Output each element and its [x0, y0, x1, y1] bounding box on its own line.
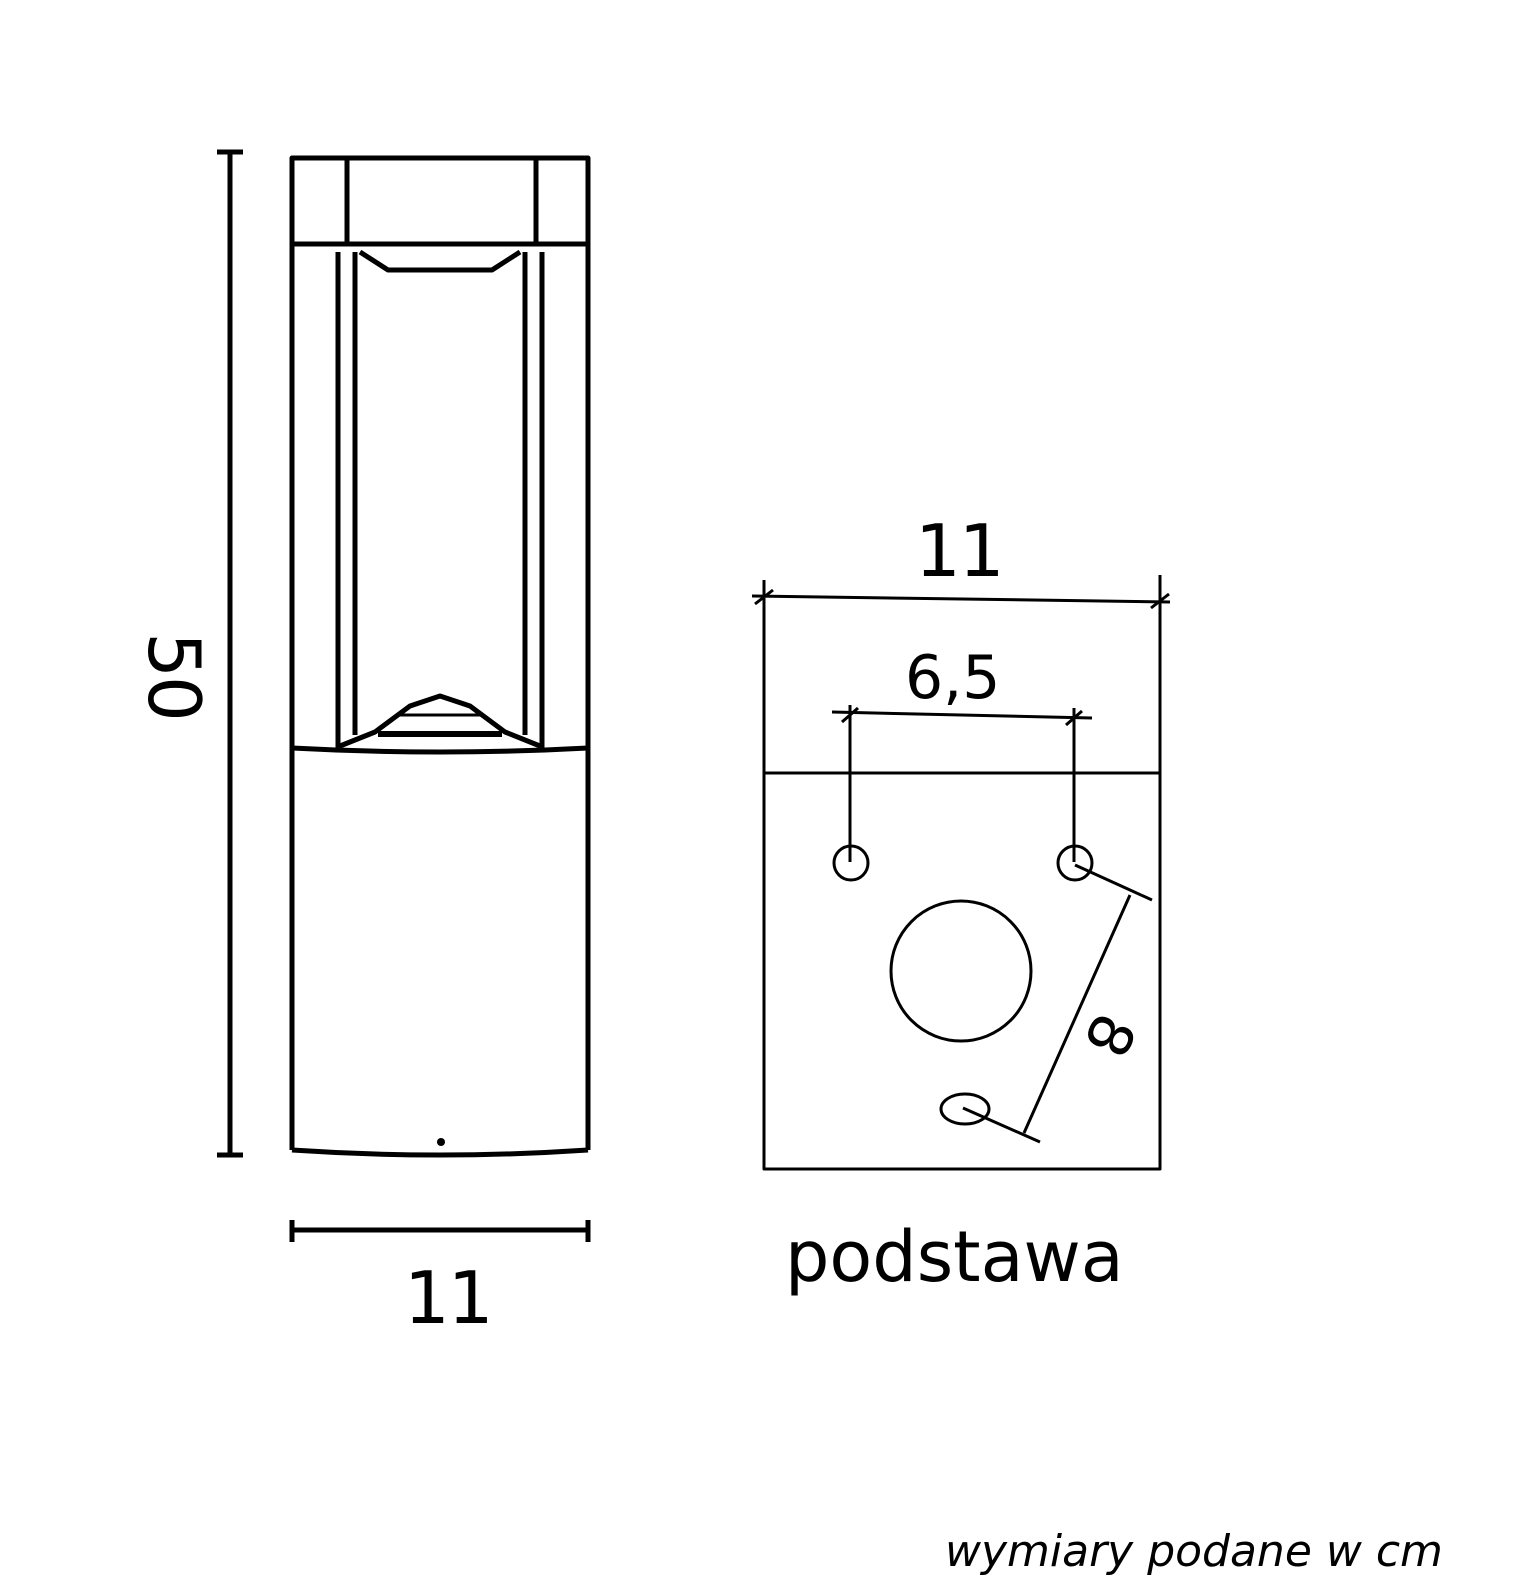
- base-plate-view: [751, 575, 1171, 1171]
- hole-spacing-label: 6,5: [905, 643, 1001, 713]
- height-dimension-line: [217, 149, 243, 1158]
- base-width-label: 11: [915, 509, 1005, 593]
- width-dimension-line: [289, 1220, 591, 1242]
- lamp-front-view: [289, 155, 591, 1158]
- height-label: 50: [131, 632, 216, 720]
- base-caption: podstawa: [785, 1216, 1124, 1298]
- lamp-sensor-dot: [437, 1138, 445, 1146]
- footer-note: wymiary podane w cm: [945, 1526, 1443, 1577]
- front-width-label: 11: [404, 1256, 494, 1340]
